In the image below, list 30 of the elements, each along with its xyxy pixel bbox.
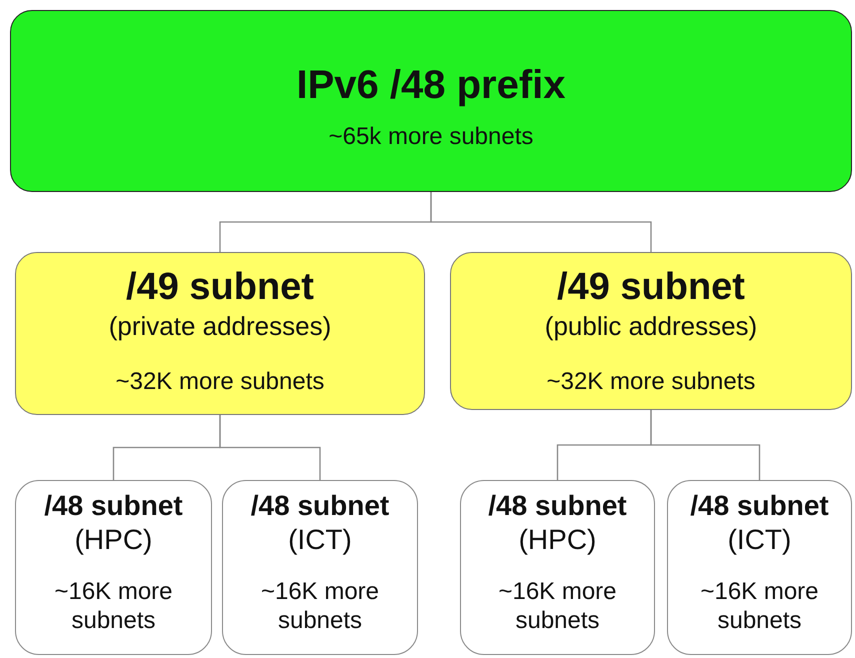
body-text: (private addresses): [108, 310, 332, 342]
prefix-box: [10, 10, 852, 192]
body-text: ~16K more subnets: [699, 578, 820, 636]
subnet-box: [667, 480, 852, 655]
body-text: ~32K more subnets: [116, 368, 324, 397]
connector-line: [219, 415, 321, 480]
body-text: ~16K more subnets: [260, 578, 380, 636]
body-text: (ICT): [288, 522, 352, 556]
subnet-box: [222, 480, 418, 655]
connector-line: [430, 192, 652, 252]
body-text: ~16K more subnets: [497, 578, 618, 636]
heading-text: /48 subnet: [690, 489, 829, 523]
body-text: ~65k more subnets: [328, 123, 534, 152]
heading-text: /48 subnet: [488, 489, 627, 523]
subnet-box: [460, 480, 655, 655]
body-text: (HPC): [74, 522, 152, 556]
subnet-box: [15, 480, 212, 655]
subnet-box: [15, 252, 425, 415]
body-text: (ICT): [728, 522, 792, 556]
body-text: (public addresses): [544, 310, 758, 342]
heading-text: /49 subnet: [126, 265, 314, 310]
subnet-box: [450, 252, 852, 410]
body-text: (HPC): [518, 522, 596, 556]
heading-text: /49 subnet: [557, 265, 745, 310]
heading-text: IPv6 /48 prefix: [296, 62, 566, 109]
heading-text: /48 subnet: [44, 489, 183, 523]
body-text: ~32K more subnets: [546, 368, 756, 397]
heading-text: /48 subnet: [250, 489, 390, 523]
connector-line: [650, 410, 760, 480]
body-text: ~16K more subnets: [53, 578, 174, 636]
